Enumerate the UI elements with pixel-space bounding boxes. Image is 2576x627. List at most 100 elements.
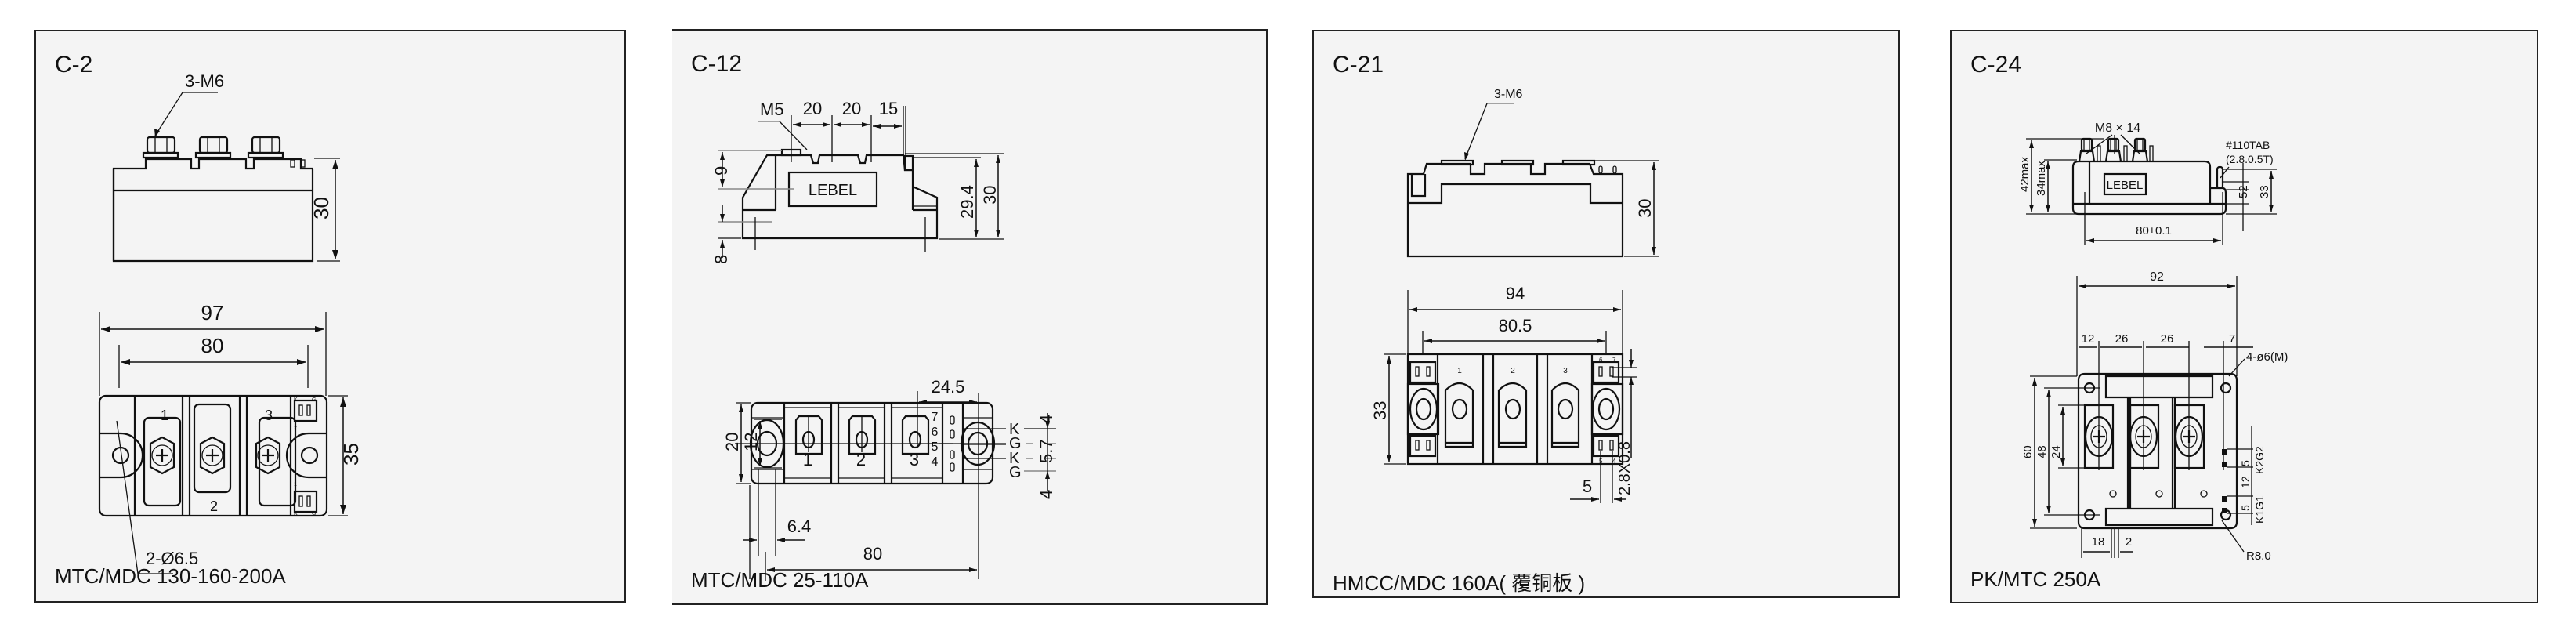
c24-callout-label: M8 × 14 (2095, 121, 2140, 135)
c12-drawing: LEBEL 20 20 15 M5 9 (711, 99, 1056, 581)
c2-side-view: 3-M6 30 (112, 71, 340, 263)
c24-body-max-dim: 34max (2035, 160, 2048, 196)
c2-terminal-2: 2 (210, 498, 218, 514)
series-caption: HMCC/MDC 160A( 覆铜板 ) (1333, 571, 1586, 595)
c12-terminal-3: 3 (910, 450, 919, 469)
c24-label-text: LEBEL (2107, 179, 2144, 192)
c24-pin-g2 (2222, 462, 2227, 467)
c21-pin-number-7: 7 (1612, 357, 1616, 364)
c24-pitch-a: 12 (2082, 332, 2095, 346)
c24-pin-k2 (2222, 449, 2227, 455)
c24-drawing: LEBEL M8 × 14 #110TAB (2.8.0.5T) 42max 3… (2018, 121, 2288, 563)
c2-pin-label-k: K (294, 397, 298, 403)
c2-screw-1 (149, 436, 175, 475)
c24-side-view: LEBEL M8 × 14 #110TAB (2.8.0.5T) 42max 3… (2018, 121, 2277, 245)
c2-terminal-3: 3 (265, 408, 273, 423)
c12-pin-number-4: 4 (932, 455, 939, 469)
series-caption: MTC/MDC 25-110A (691, 568, 869, 592)
c21-height-dim: 30 (1635, 199, 1655, 218)
c24-pin-pitch-b: 5 (2239, 505, 2252, 511)
c24-terminal-band-dim: 24 (2050, 445, 2063, 458)
c2-height-dim: 30 (309, 197, 333, 219)
c24-hole-spacing-dim: 48 (2035, 445, 2049, 458)
c24-tab-callout-1: #110TAB (2226, 139, 2270, 151)
c2-pin-label-g2: G (312, 511, 316, 516)
c12-pin-label-g2: G (1009, 464, 1022, 481)
c24-pitch-d: 7 (2229, 332, 2235, 346)
drawing-panel-c24: C-24 LEBEL M8 × 14 #110TAB (2.8.0.5T) (1950, 30, 2538, 603)
c12-hole-spacing-dim: 80 (863, 544, 882, 564)
series-caption: PK/MTC 250A (1970, 567, 2101, 591)
drawing-panel-c21: C-21 3-M6 30 94 (1312, 30, 1900, 598)
c24-tab-callout-2: (2.8.0.5T) (2226, 153, 2274, 165)
c12-pitch-1: 20 (803, 99, 822, 118)
c21-hole-spacing-dim: 80.5 (1499, 316, 1532, 335)
c24-length-dim: 92 (2150, 270, 2164, 284)
c24-pin-group-top: K2G2 (2253, 446, 2266, 474)
c12-pin-label-g1: G (1009, 435, 1022, 452)
c24-gap-dim: 2 (2126, 535, 2132, 549)
c21-top-view: 94 80.5 6 7 5 (1370, 284, 1637, 503)
c12-pin-number-6: 6 (932, 426, 939, 439)
c12-terminal-2: 2 (856, 450, 866, 469)
c24-top-view: 92 12 26 26 7 4-ø6(M) (2021, 270, 2288, 563)
c12-pin-label-k1: K (1009, 421, 1020, 438)
c12-pin-label-k2: K (1009, 450, 1020, 467)
c12-hole-offset-dim: 6.4 (787, 516, 812, 536)
package-code: C-2 (55, 52, 93, 78)
series-caption: MTC/MDC 130-160-200A (55, 564, 286, 588)
c24-bolt-3 (2131, 137, 2149, 162)
c24-pin-group-bottom: K1G1 (2253, 495, 2266, 524)
c2-pin-label-2: 2 (294, 426, 297, 431)
c12-foot-height-dim: 8 (711, 255, 731, 264)
c24-foot-width-dim: 18 (2092, 535, 2105, 549)
c12-pitch-3: 15 (879, 99, 898, 118)
c2-hole-spacing-dim: 80 (201, 334, 224, 357)
c21-tab-pitch-dim: 5 (1583, 477, 1592, 496)
c2-callout-label: 3-M6 (185, 71, 224, 91)
c2-pin-label-1: 1 (294, 482, 297, 487)
c2-length-dim: 97 (201, 301, 224, 324)
c24-pin-g1 (2222, 508, 2227, 513)
c24-hole-note: 4-ø6(M) (2246, 350, 2288, 364)
c21-terminal-1: 1 (1457, 367, 1462, 375)
c24-pin-pitch-a: 5 (2239, 460, 2252, 466)
c12-pin-number-5: 5 (932, 440, 939, 454)
c24-screw-1 (2084, 415, 2114, 458)
c12-label-text: LEBEL (809, 182, 857, 199)
c12-pin-spacing-dim: 24.5 (932, 377, 965, 397)
c2-width-dim: 35 (339, 443, 363, 466)
c12-width-dim: 20 (722, 433, 742, 451)
c12-pin-number-7: 7 (932, 411, 939, 424)
c2-pin-label-g: G (312, 397, 316, 403)
c12-total-height-dim: 30 (980, 186, 1000, 205)
drawing-panel-c12: C-12 LEBEL 20 20 15 (672, 29, 1268, 605)
c24-tab-height-dim: 52 (2237, 185, 2250, 198)
c24-body-height-dim: 33 (2258, 185, 2271, 198)
c21-terminal-2: 2 (1511, 367, 1515, 375)
c12-pin-pitch-dim: 5.7 (1037, 439, 1056, 463)
c24-radius-note: R8.0 (2246, 549, 2271, 563)
c2-top-view: 97 80 1 2 3 (98, 301, 363, 574)
c24-pin-gap: 12 (2239, 476, 2252, 488)
c12-body-height-dim: 29.4 (957, 185, 977, 219)
c24-screw-2 (2129, 415, 2158, 458)
c2-nut-3 (247, 136, 284, 159)
c12-top-view: 1 2 3 7 6 5 4 K G K G (722, 377, 1056, 581)
package-code: C-24 (1970, 52, 2022, 78)
c21-pin-number-6: 6 (1599, 357, 1603, 364)
c24-hole-spacing-dim: 80±0.1 (2136, 224, 2172, 237)
c12-edge-top-dim: 4 (1037, 415, 1056, 424)
c12-callout-label: M5 (760, 100, 784, 119)
c21-terminal-3: 3 (1563, 367, 1568, 375)
c21-side-view: 3-M6 30 (1406, 88, 1659, 258)
c2-drawing: 3-M6 30 97 80 (98, 71, 363, 574)
c24-max-height-dim: 42max (2018, 156, 2031, 192)
c21-width-dim: 33 (1370, 401, 1390, 420)
c21-length-dim: 94 (1506, 284, 1525, 303)
c24-bolt-2 (2104, 137, 2122, 162)
c24-screw-3 (2174, 415, 2204, 458)
c12-terminal-1: 1 (803, 450, 812, 469)
c12-edge-bottom-dim: 4 (1037, 490, 1056, 499)
c24-pin-k1 (2222, 496, 2227, 502)
